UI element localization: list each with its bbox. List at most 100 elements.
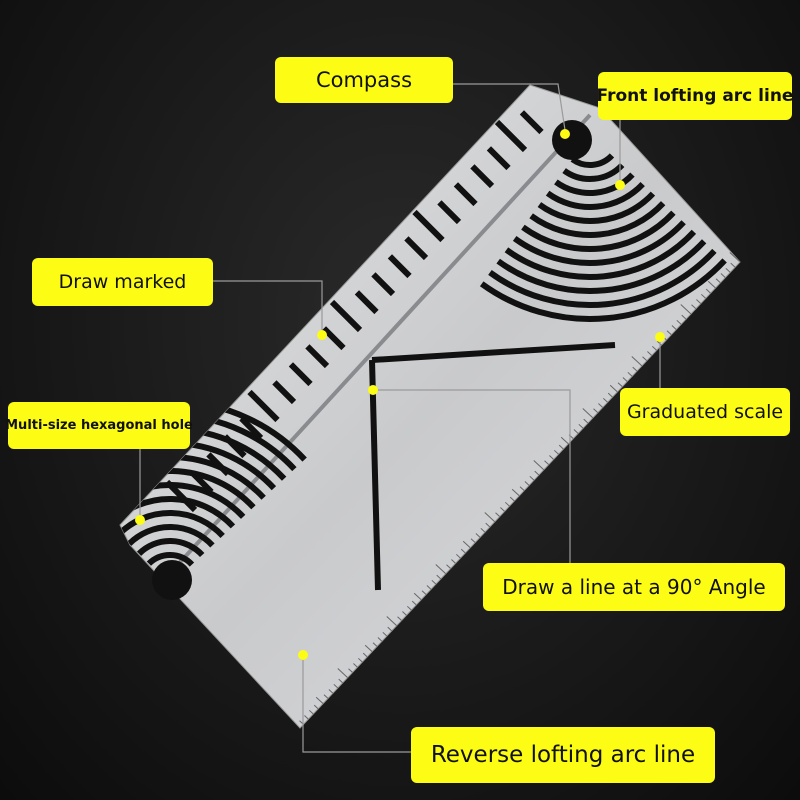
marking-slot bbox=[247, 389, 280, 423]
scale-tick bbox=[436, 574, 442, 580]
scale-tick bbox=[627, 371, 633, 377]
marking-slot bbox=[494, 119, 528, 153]
scale-tick bbox=[558, 444, 564, 450]
scale-tick bbox=[315, 696, 324, 705]
scale-tick bbox=[435, 564, 447, 575]
scale-tick bbox=[353, 663, 359, 668]
marking-slot bbox=[453, 182, 478, 207]
marking-slots bbox=[164, 110, 544, 513]
scale-tick bbox=[534, 470, 540, 476]
marking-slot bbox=[470, 164, 495, 189]
arc-line bbox=[504, 229, 697, 280]
marking-slot bbox=[189, 470, 214, 495]
arc-line bbox=[554, 172, 635, 196]
scale-tick bbox=[671, 325, 677, 330]
scale-tick bbox=[451, 559, 457, 564]
scale-tick bbox=[582, 408, 594, 419]
scale-tick bbox=[598, 403, 604, 408]
arc-line bbox=[120, 510, 225, 538]
marking-slot bbox=[387, 254, 412, 279]
arc-line bbox=[537, 191, 656, 224]
scale-tick bbox=[509, 496, 515, 502]
scale-tick bbox=[313, 704, 319, 710]
scale-tick bbox=[720, 273, 726, 278]
scale-tick bbox=[364, 644, 373, 653]
scale-tick bbox=[328, 689, 334, 694]
arc-line bbox=[488, 248, 717, 308]
scale-tick bbox=[348, 668, 354, 674]
arc-line bbox=[545, 182, 645, 210]
scale-tick bbox=[609, 384, 618, 393]
scale-tick bbox=[617, 382, 623, 388]
arc-line bbox=[146, 552, 195, 567]
scale-tick bbox=[700, 293, 707, 299]
scale-tick bbox=[705, 288, 711, 294]
arc-line bbox=[529, 201, 666, 238]
scale-tick bbox=[460, 548, 466, 554]
arc-line bbox=[570, 153, 615, 168]
scale-tick bbox=[549, 455, 555, 460]
connector-lines bbox=[139, 83, 661, 753]
scale-tick bbox=[470, 538, 476, 544]
scale-tick bbox=[529, 475, 535, 481]
scale-tick bbox=[377, 637, 383, 642]
scale-tick bbox=[411, 600, 417, 606]
scale-tick bbox=[631, 356, 643, 367]
label-draw-marked: Draw marked bbox=[32, 258, 213, 306]
marking-slot bbox=[329, 299, 363, 333]
connector-dots bbox=[135, 129, 665, 660]
scale-tick bbox=[484, 512, 496, 523]
scale-tick bbox=[607, 392, 613, 398]
scale-tick bbox=[455, 553, 462, 559]
scale-tick bbox=[485, 522, 491, 528]
scale-tick bbox=[431, 579, 437, 585]
marking-slot bbox=[239, 416, 264, 441]
scale-tick bbox=[323, 694, 329, 700]
scale-tick bbox=[578, 423, 584, 429]
scale-tick bbox=[651, 345, 658, 351]
label-front-lofting-arc-line: Front lofting arc line bbox=[597, 72, 793, 120]
marking-slot bbox=[412, 209, 445, 243]
scale-tick bbox=[495, 512, 501, 518]
marking-slot bbox=[437, 200, 462, 225]
arc-line bbox=[479, 258, 727, 322]
arc-line bbox=[562, 162, 625, 182]
scale-tick bbox=[680, 304, 692, 315]
scale-tick bbox=[533, 460, 545, 471]
scale-tick bbox=[362, 652, 368, 658]
label-right-angle-line: Draw a line at a 90° Angle bbox=[483, 563, 785, 611]
front-arcs bbox=[479, 153, 727, 322]
marking-slot bbox=[206, 452, 231, 477]
scale-tick bbox=[707, 280, 716, 289]
marking-slot bbox=[288, 362, 313, 387]
scale-tick bbox=[715, 278, 721, 284]
scale-tick bbox=[480, 527, 486, 533]
scale-tick bbox=[462, 540, 471, 549]
label-hexagonal-hole: Multi-size hexagonal hole bbox=[5, 402, 193, 449]
scale-tick bbox=[397, 616, 403, 622]
scale-tick bbox=[475, 533, 481, 538]
marking-slot bbox=[371, 272, 396, 297]
scale-tick bbox=[602, 397, 609, 403]
scale-tick bbox=[406, 605, 413, 611]
compass-hole-top bbox=[552, 120, 592, 160]
scale-tick bbox=[413, 592, 422, 601]
label-graduated-scale: Graduated scale bbox=[620, 388, 790, 436]
label-reverse-lofting-arc-line: Reverse lofting arc line bbox=[411, 727, 715, 783]
arc-line bbox=[120, 468, 256, 510]
scale-tick bbox=[725, 267, 731, 273]
scale-tick bbox=[446, 564, 452, 570]
compass-hole-bottom bbox=[152, 560, 192, 600]
scale-tick bbox=[511, 488, 520, 497]
scale-tick bbox=[519, 486, 525, 492]
marking-slot bbox=[519, 110, 544, 135]
scale-tick bbox=[560, 436, 569, 445]
scale-tick bbox=[333, 683, 339, 689]
scale-tick bbox=[681, 314, 687, 320]
scale-tick bbox=[304, 715, 310, 720]
marking-slot bbox=[354, 290, 379, 315]
scale-tick bbox=[553, 449, 560, 455]
scale-tick bbox=[696, 299, 702, 304]
arc-line bbox=[512, 220, 686, 266]
